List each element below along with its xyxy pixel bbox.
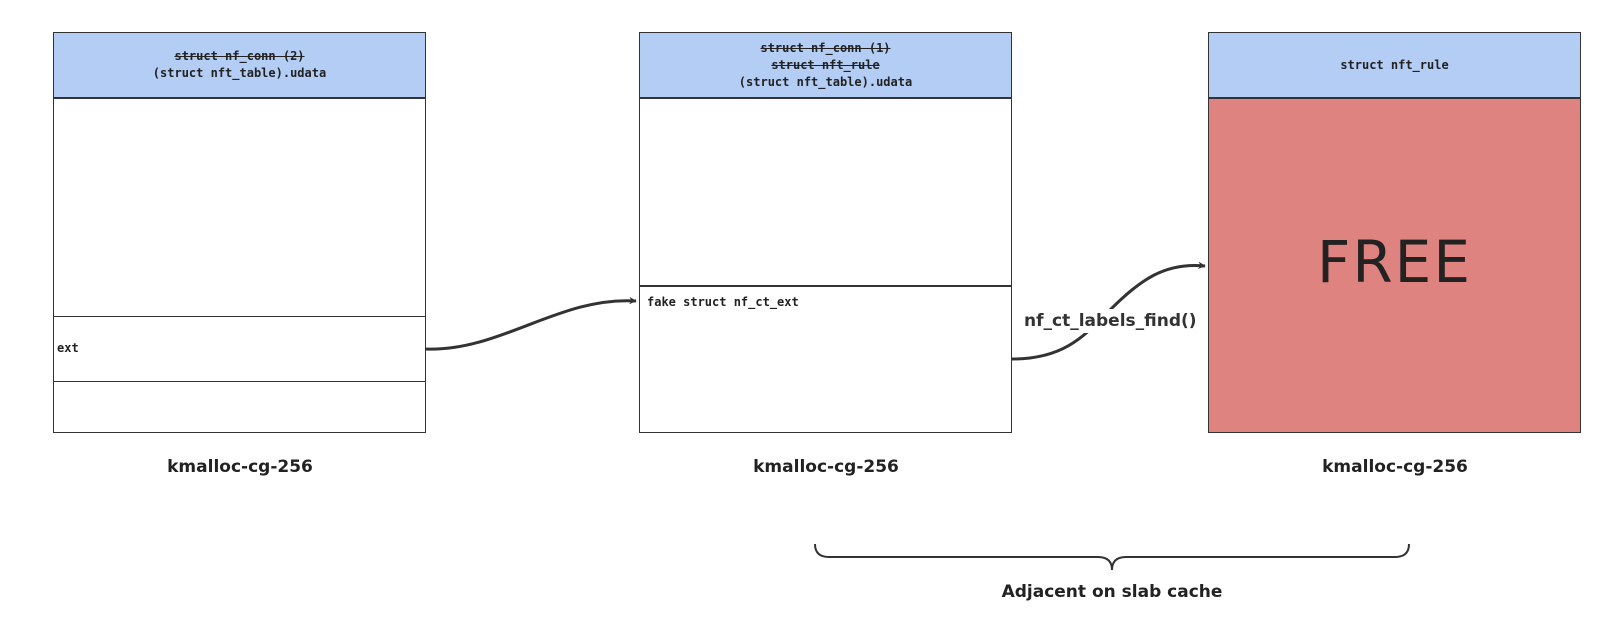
object-2-header-line-2: struct nft_rule (771, 57, 880, 72)
free-label: FREE (1317, 227, 1472, 296)
object-3-cache-label: kmalloc-cg-256 (1322, 457, 1468, 477)
object-2-header-line-3: (struct nft_table).udata (738, 74, 913, 89)
object-3-header: struct nft_rule (1209, 33, 1580, 99)
fake-ext-divider (640, 285, 1011, 287)
ext-field-label: ext (57, 341, 79, 355)
object-2-header-line-1: struct nf_conn (1) (760, 40, 891, 55)
fake-ext-label: fake struct nf_ct_ext (647, 295, 799, 309)
ext-field-bottom-divider (54, 381, 425, 382)
object-1-header: struct nf_conn (2) (struct nft_table).ud… (54, 33, 425, 99)
slab-object-1: struct nf_conn (2) (struct nft_table).ud… (53, 32, 426, 433)
brace-label: Adjacent on slab cache (1001, 582, 1223, 602)
object-1-cache-label: kmalloc-cg-256 (167, 457, 313, 477)
adjacency-brace (814, 543, 1410, 571)
object-2-cache-label: kmalloc-cg-256 (753, 457, 899, 477)
ext-pointer-arrow (425, 296, 637, 351)
object-3-header-line-1: struct nft_rule (1340, 57, 1449, 72)
ext-field-top-divider (54, 316, 425, 317)
object-1-header-line-2: (struct nft_table).udata (152, 66, 327, 80)
object-1-header-line-1: struct nf_conn (2) (174, 49, 305, 63)
arrow-label: nf_ct_labels_find() (1020, 309, 1201, 333)
free-region: FREE (1209, 99, 1580, 432)
object-2-header: struct nf_conn (1) struct nft_rule (stru… (640, 33, 1011, 99)
slab-object-3: struct nft_rule FREE (1208, 32, 1581, 433)
slab-object-2: struct nf_conn (1) struct nft_rule (stru… (639, 32, 1012, 433)
